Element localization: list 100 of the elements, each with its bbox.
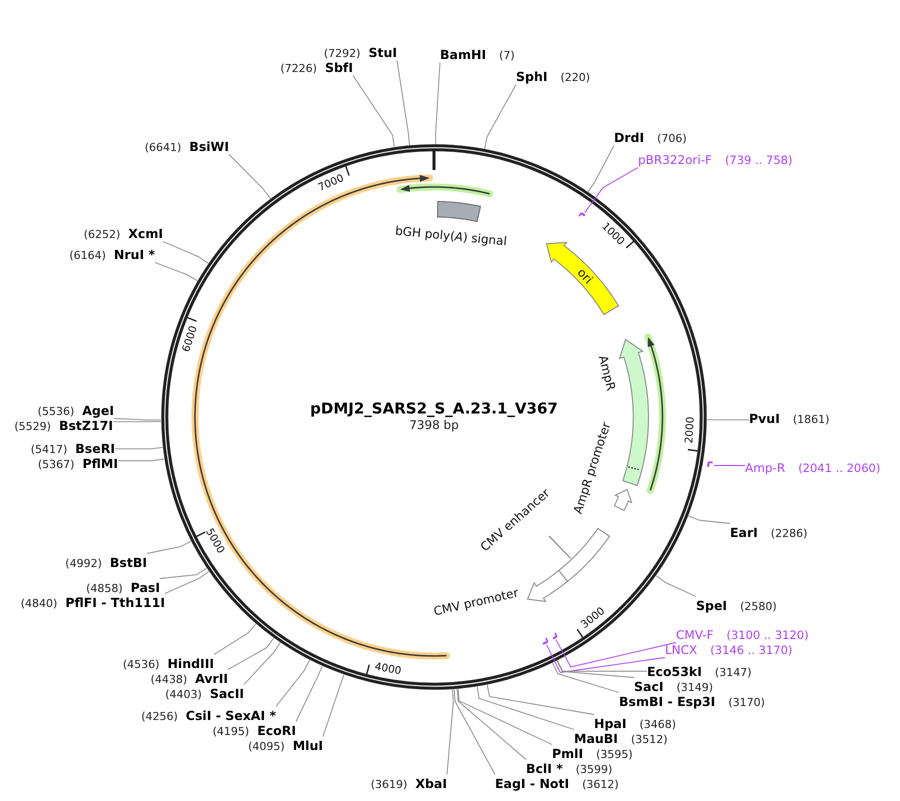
enzyme-name: SacII — [210, 686, 244, 700]
tick-label: 6000 — [180, 324, 200, 354]
leader-line — [112, 421, 162, 422]
primer-range: (2041 .. 2060) — [798, 460, 880, 474]
site-position: (2580) — [740, 600, 777, 612]
enzyme-name: EcoRI — [257, 722, 296, 738]
site-position: (1861) — [792, 412, 830, 426]
site-position: (3468) — [640, 718, 676, 730]
enzyme-name: BstBI — [110, 554, 147, 570]
site-position: (6252) — [84, 228, 120, 240]
site-position: (7292) — [324, 46, 360, 60]
site-position: (7) — [499, 48, 515, 62]
leader-line — [162, 241, 209, 264]
tick-label: 2000 — [682, 416, 696, 444]
site-position: (4438) — [150, 672, 188, 686]
enzyme-name: BsiWI — [189, 138, 229, 154]
site-position: (4858) — [86, 582, 123, 594]
enzyme-name: BseRI — [75, 440, 115, 456]
leader-line — [160, 568, 208, 579]
enzyme-name: PflMI — [82, 456, 118, 470]
leader-line — [228, 638, 274, 670]
enzyme-name: HpaI — [594, 716, 626, 730]
leader-line — [154, 262, 198, 282]
leader-line — [546, 644, 666, 673]
primer-mark — [541, 636, 550, 646]
leader-line — [446, 688, 454, 775]
site-position: (3612) — [582, 778, 619, 790]
primer-range: (3146 .. 3170) — [710, 642, 792, 656]
enzyme-name: BamHI — [440, 46, 486, 62]
leader-line — [214, 623, 256, 655]
primer-name: CMV-F — [676, 628, 714, 642]
leader-line — [276, 660, 310, 707]
site-position: (6641) — [144, 140, 182, 154]
site-position: (5417) — [30, 442, 68, 456]
enzyme-name: MauBI — [574, 730, 618, 746]
site-position: (5536) — [38, 404, 74, 418]
site-position: (5529) — [14, 420, 51, 432]
site-position: (7226) — [280, 62, 317, 74]
enzyme-name: EagI - NotI — [495, 776, 570, 790]
enzyme-name: StuI — [368, 44, 397, 60]
leader-line — [114, 418, 162, 420]
leader-line — [296, 666, 323, 722]
leader-line — [556, 639, 676, 668]
leader-line — [458, 688, 552, 745]
site-position: (3149) — [676, 680, 714, 694]
enzyme-name: PflFI - Tth111I — [65, 594, 165, 610]
site-position: (4256) — [141, 710, 178, 722]
enzyme-name: NruI * — [114, 246, 155, 262]
leader-line — [584, 167, 638, 213]
enzyme-name: CsiI - SexAI * — [186, 708, 276, 722]
site-position: (4992) — [65, 556, 102, 570]
primer-mark — [551, 631, 559, 642]
leader-line — [146, 540, 192, 554]
enzyme-name: BsmBI - Esp3I — [619, 694, 716, 708]
plasmid-length: 7398 bp — [409, 418, 459, 432]
enzyme-name: SbfI — [324, 60, 353, 74]
enzyme-name: MluI — [292, 738, 323, 752]
primer-mark — [706, 460, 714, 469]
leader-line — [476, 686, 574, 730]
enzyme-name: BstZ17I — [58, 418, 113, 432]
plasmid-name: pDMJ2_SARS2_S_A.23.1_V367 — [310, 400, 558, 418]
site-position: (706) — [657, 132, 687, 144]
enzyme-name: XbaI — [415, 776, 447, 790]
primer-mark — [577, 210, 588, 218]
primer-name: Amp-R — [745, 460, 786, 474]
leader-line — [352, 75, 395, 148]
site-position: (3619) — [370, 778, 408, 790]
leader-line — [228, 154, 271, 199]
leader-line — [706, 419, 750, 420]
enzyme-name: PvuI — [749, 410, 780, 426]
leader-line — [118, 458, 165, 462]
enzyme-name: XcmI — [128, 226, 163, 240]
enzyme-name: AgeI — [82, 402, 114, 418]
enzyme-name: HindIII — [167, 656, 214, 670]
site-position: (4095) — [248, 740, 285, 752]
site-position: (6164) — [69, 248, 106, 262]
primer-name: pBR322ori-F — [638, 152, 712, 166]
site-position: (3595) — [596, 748, 633, 760]
site-position: (5367) — [38, 458, 74, 470]
enzyme-name: PasI — [130, 580, 160, 594]
leader-line — [656, 575, 696, 597]
leader-line — [435, 62, 440, 144]
leader-line — [552, 662, 620, 693]
leader-line — [713, 464, 746, 466]
site-position: (3170) — [728, 696, 765, 708]
enzyme-name: PmlI — [552, 746, 584, 760]
leader-line — [588, 145, 614, 192]
tick-label: 7000 — [316, 172, 346, 194]
enzyme-name: AvrII — [195, 670, 228, 686]
site-position: (4195) — [212, 724, 250, 738]
enzyme-name: SpeI — [696, 598, 728, 612]
site-position: (3147) — [714, 666, 752, 678]
leader-line — [688, 515, 730, 524]
enzyme-name: BclI * — [526, 760, 563, 776]
site-position: (3512) — [630, 732, 668, 746]
enzyme-name: SacI — [634, 678, 664, 694]
leader-line — [486, 684, 594, 715]
leader-line — [322, 674, 344, 737]
leader-line — [556, 660, 648, 672]
primer-range: (3100 .. 3120) — [726, 628, 809, 642]
